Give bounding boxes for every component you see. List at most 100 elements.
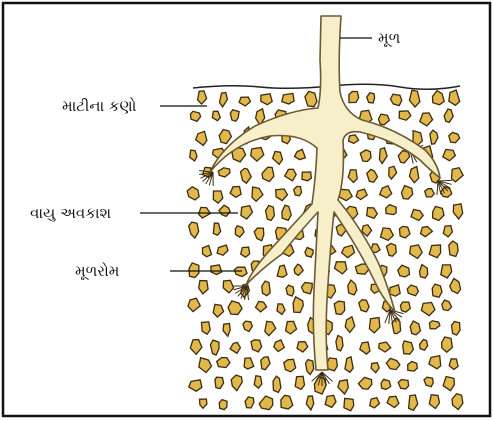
soil-particle bbox=[281, 395, 293, 409]
soil-particle bbox=[210, 340, 219, 355]
label-root: મૂળ bbox=[378, 29, 401, 47]
soil-particle bbox=[241, 206, 253, 219]
soil-particle bbox=[265, 321, 276, 335]
soil-particle bbox=[196, 131, 207, 145]
soil-particle bbox=[452, 394, 463, 410]
soil-particle bbox=[327, 358, 337, 371]
soil-particle bbox=[402, 186, 413, 200]
soil-particle bbox=[199, 358, 212, 373]
soil-particle bbox=[190, 111, 200, 121]
soil-particle bbox=[295, 376, 304, 389]
soil-particle bbox=[443, 149, 456, 160]
soil-particle bbox=[241, 247, 250, 257]
soil-particle bbox=[367, 208, 378, 219]
soil-particle bbox=[282, 205, 291, 220]
soil-particle bbox=[189, 222, 199, 238]
soil-particle bbox=[189, 263, 199, 278]
soil-particle bbox=[293, 297, 303, 313]
soil-particle bbox=[452, 322, 461, 336]
soil-particle bbox=[369, 318, 380, 333]
soil-particle bbox=[334, 301, 345, 314]
soil-particle bbox=[215, 377, 224, 388]
soil-particle bbox=[433, 206, 444, 220]
soil-particle bbox=[387, 396, 399, 407]
soil-particle bbox=[211, 265, 222, 275]
soil-particle bbox=[251, 340, 262, 352]
soil-particle bbox=[198, 91, 207, 104]
soil-particle bbox=[286, 321, 297, 334]
soil-particle bbox=[262, 281, 270, 296]
soil-particle bbox=[241, 168, 252, 183]
soil-particle bbox=[231, 375, 242, 391]
soil-particle bbox=[409, 395, 418, 410]
soil-particle bbox=[379, 342, 391, 352]
soil-particle bbox=[348, 280, 357, 295]
soil-particle bbox=[348, 170, 357, 183]
soil-particle bbox=[367, 169, 378, 182]
soil-particle bbox=[453, 204, 462, 219]
soil-particle bbox=[386, 244, 396, 257]
soil-particle bbox=[400, 302, 410, 312]
soil-particle bbox=[230, 342, 240, 353]
label-root-hair: મૂળરોમ bbox=[75, 262, 119, 280]
soil-particle bbox=[239, 97, 250, 106]
soil-particle bbox=[219, 205, 230, 216]
soil-particle bbox=[235, 226, 244, 237]
soil-particle bbox=[367, 93, 375, 103]
soil-particle bbox=[261, 357, 270, 370]
soil-particle bbox=[203, 246, 212, 257]
soil-particle bbox=[403, 341, 414, 354]
soil-particle bbox=[261, 94, 272, 105]
soil-particle bbox=[335, 262, 347, 274]
soil-particle bbox=[252, 187, 263, 201]
soil-particle bbox=[344, 398, 354, 411]
soil-particle bbox=[449, 90, 460, 105]
label-soil-particles: માટીના કણો bbox=[62, 97, 137, 115]
soil-particle bbox=[379, 148, 387, 164]
soil-particle bbox=[284, 359, 296, 371]
soil-particle bbox=[202, 322, 211, 335]
soil-particle bbox=[200, 399, 207, 408]
soil-particle bbox=[190, 150, 197, 161]
soil-particle bbox=[223, 280, 233, 293]
soil-particle bbox=[305, 248, 313, 258]
soil-particle bbox=[254, 228, 264, 241]
soil-particle bbox=[410, 245, 423, 259]
soil-particle bbox=[336, 335, 343, 351]
soil-particle bbox=[386, 205, 396, 215]
soil-particle bbox=[407, 285, 418, 296]
soil-particle bbox=[285, 169, 297, 181]
soil-particle bbox=[442, 337, 453, 352]
soil-particle bbox=[262, 167, 274, 181]
soil-particle bbox=[360, 150, 371, 162]
soil-particle bbox=[286, 285, 294, 296]
soil-particle bbox=[360, 342, 370, 354]
soil-particle bbox=[444, 109, 453, 122]
soil-particle bbox=[433, 91, 445, 105]
soil-particle bbox=[356, 189, 367, 199]
soil-particle bbox=[398, 380, 408, 389]
soil-particle bbox=[277, 265, 287, 277]
soil-particle bbox=[230, 110, 239, 122]
soil-particle bbox=[325, 395, 336, 407]
soil-particle bbox=[302, 172, 311, 181]
soil-particle bbox=[450, 279, 461, 294]
root-hair-tuft bbox=[312, 372, 333, 386]
soil-particle bbox=[420, 113, 433, 126]
soil-particle bbox=[409, 90, 420, 107]
soil-particle bbox=[386, 358, 400, 369]
soil-particle bbox=[345, 357, 353, 372]
soil-particle bbox=[190, 340, 202, 355]
soil-particle bbox=[273, 376, 281, 392]
soil-particle bbox=[449, 359, 458, 370]
soil-particle bbox=[398, 151, 409, 163]
soil-particle bbox=[358, 377, 371, 389]
soil-particle bbox=[295, 149, 306, 159]
soil-particle bbox=[213, 304, 223, 317]
soil-particle bbox=[199, 281, 208, 294]
soil-particle bbox=[432, 284, 442, 297]
soil-particle bbox=[213, 191, 223, 203]
soil-particle bbox=[218, 168, 230, 177]
soil-particle bbox=[349, 91, 359, 102]
